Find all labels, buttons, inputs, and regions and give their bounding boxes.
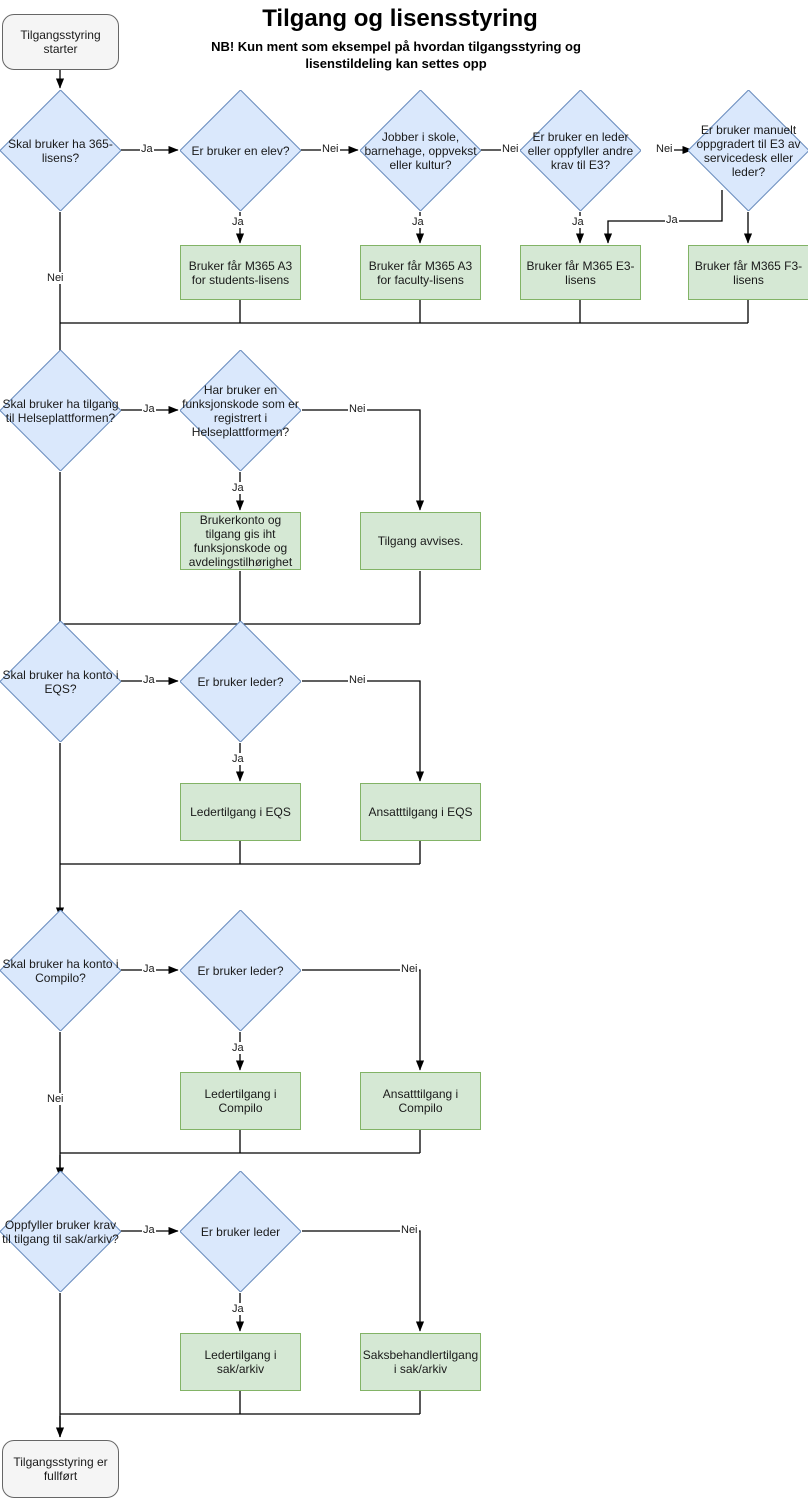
node-process-f3[interactable]: Bruker får M365 F3-lisens [688, 245, 808, 300]
node-process-ansatttilgang-compilo-label: Ansatttilgang i Compilo [382, 1087, 459, 1115]
edge-label-ja-compiloleder-down: Ja [231, 1042, 245, 1054]
node-decision-sak-leder-label: Er bruker leder [200, 1224, 281, 1239]
diamond-shape [180, 621, 301, 742]
edge-label-nei-skole-lederE3: Nei [501, 143, 520, 155]
node-decision-sak-arkiv[interactable]: Oppfyller bruker krav til tilgang til sa… [0, 1171, 121, 1292]
node-process-a3-students[interactable]: Bruker får M365 A3 for students-lisens [180, 245, 301, 300]
edge-funk-nei-to-avvist [302, 409, 425, 511]
edge-sakleder-nei-to-ansatt [302, 1230, 425, 1332]
edge-label-nei-funk-right: Nei [348, 403, 367, 415]
node-process-ledertilgang-sak[interactable]: Ledertilgang i sak/arkiv [180, 1333, 301, 1391]
node-decision-compilo-leder[interactable]: Er bruker leder? [180, 910, 301, 1031]
node-process-tilgang-avvises-label: Tilgang avvises. [377, 534, 464, 548]
node-process-e3[interactable]: Bruker får M365 E3-lisens [520, 245, 641, 300]
diamond-shape [180, 910, 301, 1031]
node-decision-funksjonskode[interactable]: Har bruker en funksjonskode som er regis… [180, 350, 301, 471]
node-process-f3-label: Bruker får M365 F3-lisens [694, 258, 803, 287]
page-title: Tilgang og lisensstyring [262, 5, 538, 32]
node-decision-skole[interactable]: Jobber i skole, barnehage, oppvekst elle… [360, 90, 481, 211]
edge-label-ja-manuelt-left: Ja [665, 214, 679, 226]
edge-compiloleder-nei-to-ansatt [302, 969, 425, 1071]
diamond-shape [180, 350, 301, 471]
node-process-a3-faculty[interactable]: Bruker får M365 A3 for faculty-lisens [360, 245, 481, 300]
node-decision-helseplattformen[interactable]: Skal bruker ha tilgang til Helseplattfor… [0, 350, 121, 471]
edge-label-nei-365-down: Nei [46, 272, 65, 284]
edge-label-ja-sakleder-down: Ja [231, 1303, 245, 1315]
node-decision-eqs[interactable]: Skal bruker ha konto i EQS? [0, 621, 121, 742]
node-decision-elev[interactable]: Er bruker en elev? [180, 90, 301, 211]
node-decision-elev-label: Er bruker en elev? [191, 143, 290, 158]
node-process-ansatttilgang-compilo[interactable]: Ansatttilgang i Compilo [360, 1072, 481, 1130]
node-decision-manuelt-e3[interactable]: Er bruker manuelt oppgradert til E3 av s… [688, 90, 808, 211]
node-process-tilgang-avvises[interactable]: Tilgang avvises. [360, 512, 481, 570]
node-end-label: Tilgangsstyring er fullført [13, 1455, 108, 1483]
diamond-shape [0, 910, 121, 1031]
diamond-shape [180, 90, 301, 211]
node-decision-compilo-label: Skal bruker ha konto i Compilo? [2, 956, 119, 985]
diamond-shape [0, 350, 121, 471]
node-decision-compilo[interactable]: Skal bruker ha konto i Compilo? [0, 910, 121, 1031]
node-decision-eqs-leder[interactable]: Er bruker leder? [180, 621, 301, 742]
node-process-ansatttilgang-eqs[interactable]: Ansatttilgang i EQS [360, 783, 481, 841]
node-decision-leder-e3[interactable]: Er bruker en leder eller oppfyller andre… [520, 90, 641, 211]
node-decision-compilo-leder-label: Er bruker leder? [197, 963, 284, 978]
node-process-ansatttilgang-eqs-label: Ansatttilgang i EQS [368, 805, 473, 819]
diamond-shape [360, 90, 481, 211]
diamond-shape [688, 90, 808, 211]
node-start[interactable]: Tilgangsstyring starter [2, 14, 119, 70]
node-process-a3-students-label: Bruker får M365 A3 for students-lisens [188, 258, 293, 287]
edge-label-nei-compiloleder-right: Nei [400, 963, 419, 975]
node-decision-365-lisens-label: Skal bruker ha 365-lisens? [8, 136, 113, 165]
node-decision-365-lisens[interactable]: Skal bruker ha 365-lisens? [0, 90, 121, 211]
node-process-ledertilgang-sak-label: Ledertilgang i sak/arkiv [204, 1348, 277, 1376]
node-process-ledertilgang-eqs-label: Ledertilgang i EQS [190, 805, 291, 819]
edge-label-ja-funk-down: Ja [231, 482, 245, 494]
diamond-shape [0, 1171, 121, 1292]
edge-label-ja-skole-down: Ja [411, 216, 425, 228]
edge-label-nei-eqsleder-right: Nei [348, 674, 367, 686]
diamond-shape [180, 1171, 301, 1292]
node-decision-eqs-label: Skal bruker ha konto i EQS? [2, 667, 119, 696]
diamond-shape [0, 90, 121, 211]
node-process-ledertilgang-compilo-label: Ledertilgang i Compilo [204, 1087, 277, 1115]
edge-label-ja-eqsleder-down: Ja [231, 753, 245, 765]
edge-label-ja-sak-leder: Ja [142, 1224, 156, 1236]
node-decision-manuelt-e3-label: Er bruker manuelt oppgradert til E3 av s… [696, 122, 801, 179]
page-subtitle: NB! Kun ment som eksempel på hvordan til… [211, 39, 581, 71]
edge-eqsleder-nei-to-ansatt [302, 680, 425, 782]
node-decision-skole-label: Jobber i skole, barnehage, oppvekst elle… [364, 129, 477, 172]
edge-label-ja-elev-down: Ja [231, 216, 245, 228]
node-process-ledertilgang-compilo[interactable]: Ledertilgang i Compilo [180, 1072, 301, 1130]
edge-label-ja-lederE3-down: Ja [571, 216, 585, 228]
edge-label-nei-compilo-down: Nei [46, 1093, 65, 1105]
node-decision-helseplattformen-label: Skal bruker ha tilgang til Helseplattfor… [2, 396, 119, 425]
node-decision-eqs-leder-label: Er bruker leder? [197, 674, 284, 689]
node-process-saksbehandlertilgang-sak-label: Saksbehandlertilgang i sak/arkiv [362, 1348, 479, 1376]
node-process-brukerkonto[interactable]: Brukerkonto og tilgang gis iht funksjons… [180, 512, 301, 570]
edge-label-ja-365-elev: Ja [140, 143, 154, 155]
node-process-a3-faculty-label: Bruker får M365 A3 for faculty-lisens [368, 258, 473, 287]
edge-label-ja-compilo-leder: Ja [142, 963, 156, 975]
diamond-shape [0, 621, 121, 742]
node-end[interactable]: Tilgangsstyring er fullført [2, 1440, 119, 1498]
node-decision-sak-arkiv-label: Oppfyller bruker krav til tilgang til sa… [2, 1217, 119, 1246]
node-decision-leder-e3-label: Er bruker en leder eller oppfyller andre… [527, 129, 634, 172]
edge-label-nei-lederE3-manuelt: Nei [655, 143, 674, 155]
edge-label-nei-sakleder-right: Nei [400, 1224, 419, 1236]
node-start-label: Tilgangsstyring starter [20, 28, 101, 56]
edge-label-nei-elev-skole: Nei [321, 143, 340, 155]
node-process-ledertilgang-eqs[interactable]: Ledertilgang i EQS [180, 783, 301, 841]
edge-label-ja-helse-funk: Ja [142, 403, 156, 415]
node-decision-funksjonskode-label: Har bruker en funksjonskode som er regis… [182, 382, 299, 439]
node-process-saksbehandlertilgang-sak[interactable]: Saksbehandlertilgang i sak/arkiv [360, 1333, 481, 1391]
node-decision-sak-leder[interactable]: Er bruker leder [180, 1171, 301, 1292]
diamond-shape [520, 90, 641, 211]
node-process-e3-label: Bruker får M365 E3-lisens [526, 258, 635, 287]
node-process-brukerkonto-label: Brukerkonto og tilgang gis iht funksjons… [188, 513, 293, 569]
edge-label-ja-eqs-leder: Ja [142, 674, 156, 686]
